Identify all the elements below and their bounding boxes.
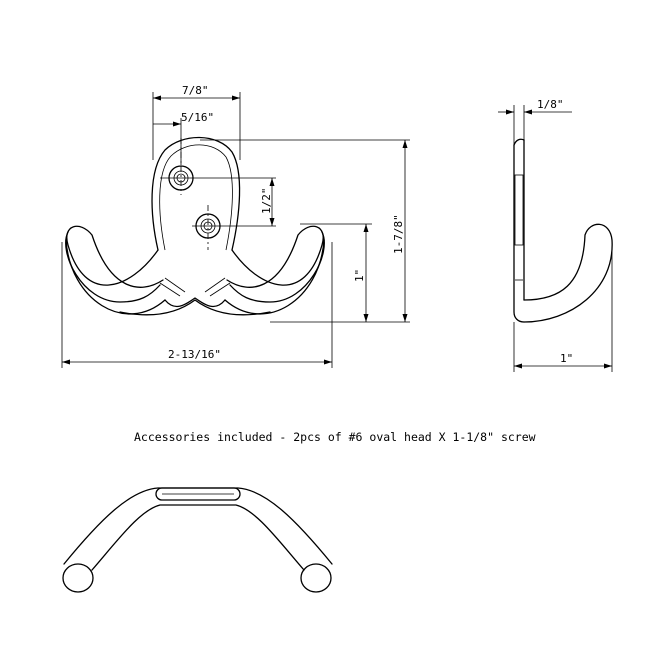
depth-label: 1" (560, 352, 573, 365)
front-view: 7/8" 5/16" 1/2" 1-7/8" (61, 84, 410, 368)
overall-height-label: 1-7/8" (392, 214, 405, 254)
top-inner-arch (91, 504, 305, 571)
right-joint-line-2 (204, 277, 226, 293)
side-back-plate (513, 144, 525, 323)
dim-depth (513, 245, 613, 372)
overall-width-label: 2-13/16" (168, 348, 221, 361)
top-right-cap (300, 563, 332, 593)
left-joint-line (159, 282, 181, 297)
top-left-cap (62, 563, 94, 593)
dim-hook-height (300, 223, 372, 322)
hole-spacing-label: 1/2" (260, 188, 273, 215)
dim-overall-width (61, 242, 333, 368)
side-plate-slot (514, 174, 524, 246)
dim-overall-height (200, 139, 410, 323)
hook-saddle-lower (119, 299, 271, 316)
thickness-label: 1/8" (537, 98, 564, 111)
right-hook (224, 225, 325, 315)
dim-thickness (498, 105, 572, 145)
right-joint-line (209, 282, 231, 297)
dim-hole-spacing-1-2 (269, 178, 275, 226)
back-plate-inner (159, 144, 233, 251)
side-plate-top (513, 138, 525, 146)
top-center-plate (155, 487, 241, 501)
top-view (62, 487, 333, 593)
width-label: 7/8" (182, 84, 209, 97)
side-hook (523, 223, 613, 323)
left-hook-outer (65, 231, 161, 303)
hook-height-label: 1" (353, 269, 366, 282)
accessories-note: Accessories included - 2pcs of #6 oval h… (134, 430, 536, 444)
dim-width-7-8 (152, 92, 241, 160)
left-hook (65, 225, 166, 315)
hook-saddle (164, 297, 226, 308)
back-plate-outline (151, 136, 241, 251)
right-hook-outer (229, 231, 325, 303)
hole-offset-label: 5/16" (181, 111, 214, 124)
side-view: 1/8" 1" (498, 98, 613, 372)
left-joint-line-2 (164, 277, 186, 293)
